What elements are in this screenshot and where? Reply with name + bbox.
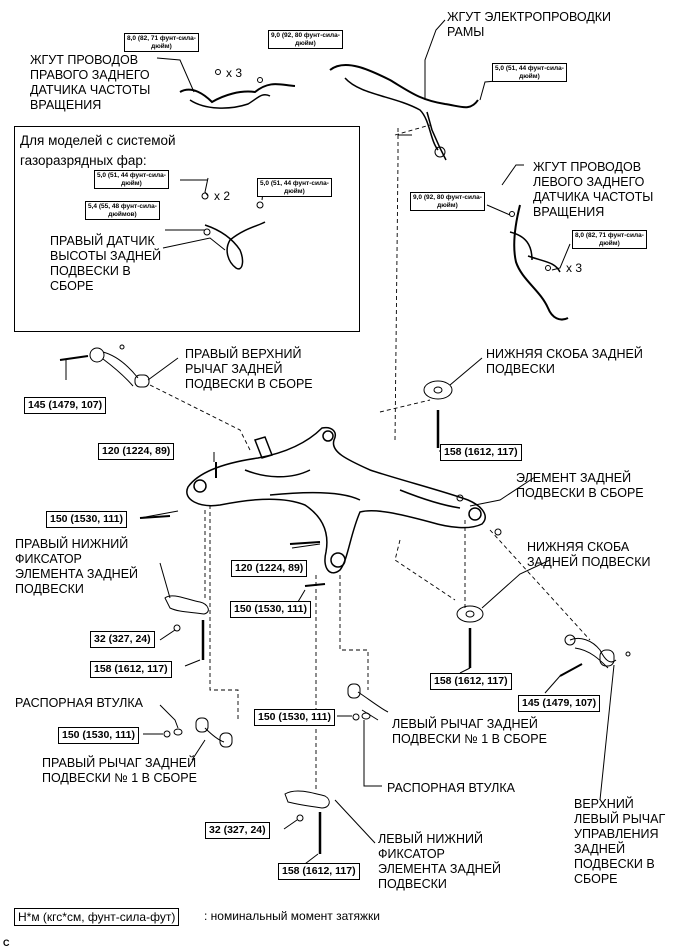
right-lower-stopper-part [164, 595, 209, 615]
small-torque-box: 9,0 (92, 80 фунт-сила- дюйм) [410, 192, 485, 211]
torque-box: 150 (1530, 111) [46, 511, 127, 528]
multiplier-label: x 2 [214, 189, 231, 203]
label-left-arm-no1: ЛЕВЫЙ РЫЧАГ ЗАДНЕЙ ПОДВЕСКИ № 1 В СБОРЕ [392, 717, 547, 746]
torque-box: 145 (1479, 107) [24, 397, 107, 414]
label-left-upper-arm: ВЕРХНИЙ ЛЕВЫЙ РЫЧАГ УПРАВЛЕНИЯ ЗАДНЕЙ ПО… [574, 797, 666, 886]
torque-box: 32 (327, 24) [90, 631, 155, 648]
small-torque-box: 5,0 (51, 44 фунт-сила- дюйм) [94, 170, 169, 189]
lower-bracket-part-1 [423, 380, 453, 400]
label-left-lower-stopper: ЛЕВЫЙ НИЖНИЙ ФИКСАТОР ЭЛЕМЕНТА ЗАДНЕЙ ПО… [378, 832, 502, 891]
label-left-speed-sensor-harness: ЖГУТ ПРОВОДОВ ЛЕВОГО ЗАДНЕГО ДАТЧИКА ЧАС… [533, 160, 654, 219]
label-right-arm-no1: ПРАВЫЙ РЫЧАГ ЗАДНЕЙ ПОДВЕСКИ № 1 В СБОРЕ [42, 756, 197, 785]
label-lower-bracket-2: НИЖНЯЯ СКОБА ЗАДНЕЙ ПОДВЕСКИ [527, 540, 651, 569]
figure-code: C [3, 938, 10, 948]
inset-title: Для моделей с системой газоразрядных фар… [20, 133, 176, 168]
label-suspension-member: ЭЛЕМЕНТ ЗАДНЕЙ ПОДВЕСКИ В СБОРЕ [516, 471, 644, 500]
torque-box: 158 (1612, 117) [278, 863, 360, 880]
label-spacer-1: РАСПОРНАЯ ВТУЛКА [15, 696, 143, 710]
torque-box: 150 (1530, 111) [254, 709, 335, 726]
suspension-member-part [186, 426, 486, 574]
label-right-upper-arm: ПРАВЫЙ ВЕРХНИЙ РЫЧАГ ЗАДНЕЙ ПОДВЕСКИ В С… [185, 347, 313, 391]
left-harness-part [513, 204, 569, 321]
torque-box: 150 (1530, 111) [58, 727, 139, 744]
torque-box: 158 (1612, 117) [440, 444, 522, 461]
left-upper-arm-part [559, 634, 631, 677]
inset-frame [14, 126, 360, 332]
torque-box: 158 (1612, 117) [430, 673, 512, 690]
label-height-sensor: ПРАВЫЙ ДАТЧИК ВЫСОТЫ ЗАДНЕЙ ПОДВЕСКИ В С… [50, 234, 162, 293]
label-spacer-2: РАСПОРНАЯ ВТУЛКА [387, 781, 515, 795]
small-torque-box: 8,0 (82, 71 фунт-сила- дюйм) [572, 230, 647, 249]
frame-harness-part [329, 64, 479, 109]
right-upper-arm-part [59, 344, 150, 388]
label-lower-bracket-1: НИЖНЯЯ СКОБА ЗАДНЕЙ ПОДВЕСКИ [486, 347, 643, 376]
torque-box: 158 (1612, 117) [90, 661, 172, 678]
small-torque-box: 5,0 (51, 44 фунт-сила- дюйм) [492, 63, 567, 82]
lower-bracket-part-2 [456, 605, 484, 623]
legend-unit-box: Н*м (кгс*см, фунт-сила-фут) [14, 908, 180, 926]
small-torque-box: 5,0 (51, 44 фунт-сила- дюйм) [257, 178, 332, 197]
label-frame-harness: ЖГУТ ЭЛЕКТРОПРОВОДКИ РАМЫ [447, 10, 612, 39]
torque-box: 120 (1224, 89) [231, 560, 308, 577]
multiplier-label: x 3 [566, 261, 583, 275]
right-arm-no1-part [163, 717, 233, 748]
small-torque-box: 5,4 (55, 48 фунт-сила- дюймов) [85, 201, 160, 220]
label-right-speed-sensor-harness: ЖГУТ ПРОВОДОВ ПРАВОГО ЗАДНЕГО ДАТЧИКА ЧА… [30, 53, 151, 112]
torque-box: 32 (327, 24) [205, 822, 270, 839]
small-torque-box: 8,0 (82, 71 фунт-сила- дюйм) [124, 33, 199, 52]
label-right-lower-stopper: ПРАВЫЙ НИЖНИЙ ФИКСАТОР ЭЛЕМЕНТА ЗАДНЕЙ П… [15, 537, 139, 596]
torque-box: 120 (1224, 89) [98, 443, 175, 460]
multiplier-label: x 3 [226, 66, 243, 80]
left-lower-stopper-part [284, 790, 330, 809]
torque-box: 150 (1530, 111) [230, 601, 311, 618]
right-harness-part [179, 83, 296, 104]
torque-box: 145 (1479, 107) [518, 695, 601, 712]
height-sensor-part [204, 221, 266, 270]
small-torque-box: 9,0 (92, 80 фунт-сила- дюйм) [268, 30, 343, 49]
legend-description: : номинальный момент затяжки [204, 909, 380, 923]
